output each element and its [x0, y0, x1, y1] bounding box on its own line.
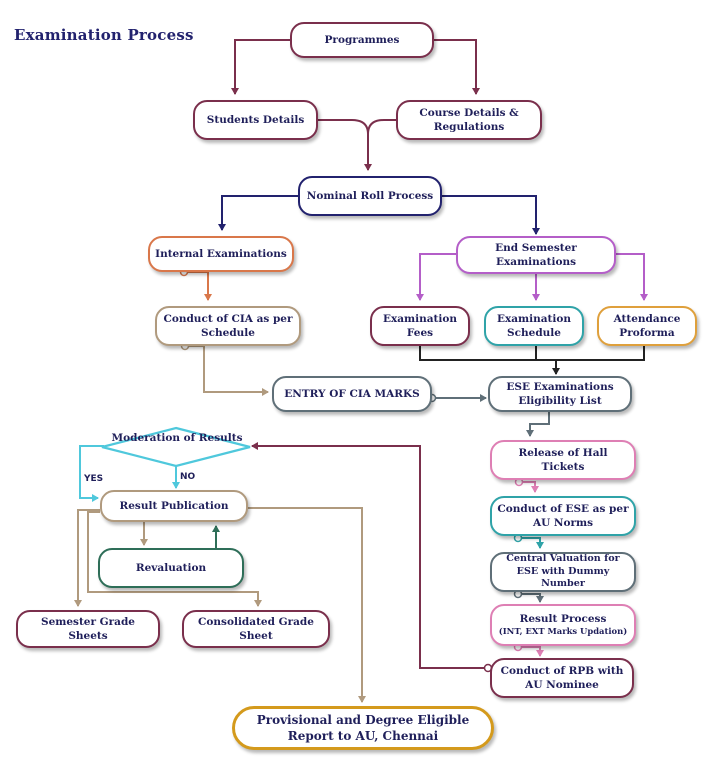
node-result-publication: Result Publication — [100, 490, 248, 522]
node-exam-schedule: Examination Schedule — [484, 306, 584, 346]
edge-programmes-students — [231, 39, 290, 95]
edge-hall-ese — [519, 481, 539, 493]
edge-endsem-attendance — [616, 253, 648, 301]
edge-moderation-yes — [79, 445, 104, 502]
edge-internal-cia — [184, 271, 212, 301]
edge-cia-entry — [185, 345, 269, 396]
edge-endsem-fees — [416, 253, 456, 301]
result-process-subtitle: (INT, EXT Marks Updation) — [498, 626, 628, 637]
edge-nominal-endsem — [442, 195, 540, 235]
node-central-valuation: Central Valuation for ESE with Dummy Num… — [490, 552, 636, 592]
edge-publication-provisional — [248, 507, 366, 703]
node-conduct-ese: Conduct of ESE as per AU Norms — [490, 496, 636, 536]
node-programmes: Programmes — [290, 22, 434, 58]
edge-programmes-course — [434, 39, 480, 95]
edge-publication-consolidated — [87, 511, 262, 607]
node-attendance: Attendance Proforma — [597, 306, 697, 346]
node-entry-cia: ENTRY OF CIA MARKS — [272, 376, 432, 412]
node-semester-grade: Semester Grade Sheets — [16, 610, 160, 648]
edge-central-result — [518, 593, 544, 603]
edge-ese-central — [518, 537, 544, 549]
node-students-details: Students Details — [193, 100, 318, 140]
node-course-details: Course Details & Regulations — [396, 100, 542, 140]
result-process-title: Result Process — [519, 613, 607, 626]
edge-course-nominal — [364, 119, 396, 171]
node-end-sem-exams: End Semester Examinations — [456, 236, 616, 274]
edge-eligibility-hall — [526, 412, 550, 437]
node-exam-fees: Examination Fees — [370, 306, 470, 346]
label-no: NO — [180, 472, 196, 482]
edge-fees-eligibility — [419, 346, 556, 361]
node-result-process: Result Process (INT, EXT Marks Updation) — [490, 604, 636, 646]
node-nominal-roll: Nominal Roll Process — [298, 176, 442, 216]
label-yes: YES — [84, 474, 104, 484]
node-consolidated-grade: Consolidated Grade Sheet — [182, 610, 330, 648]
moderation-diamond — [101, 426, 251, 468]
edge-students-nominal — [318, 119, 369, 135]
node-conduct-rpb: Conduct of RPB with AU Nominee — [490, 658, 634, 698]
edge-rpb-moderation — [251, 442, 488, 669]
node-conduct-cia: Conduct of CIA as per Schedule — [155, 306, 301, 346]
node-ese-eligibility: ESE Examinations Eligibility List — [488, 376, 632, 412]
edge-publication-semester — [74, 509, 100, 607]
node-moderation: Moderation of Results — [111, 432, 243, 444]
edge-nominal-internal — [218, 195, 298, 231]
node-provisional-report: Provisional and Degree Eligible Report t… — [232, 706, 494, 750]
page-title: Examination Process — [14, 26, 194, 44]
edge-result-rpb — [518, 646, 544, 657]
node-revaluation: Revaluation — [98, 548, 244, 588]
node-release-hall: Release of Hall Tickets — [490, 440, 636, 480]
node-internal-exams: Internal Examinations — [148, 236, 294, 272]
edge-attendance-eligibility — [552, 346, 645, 375]
